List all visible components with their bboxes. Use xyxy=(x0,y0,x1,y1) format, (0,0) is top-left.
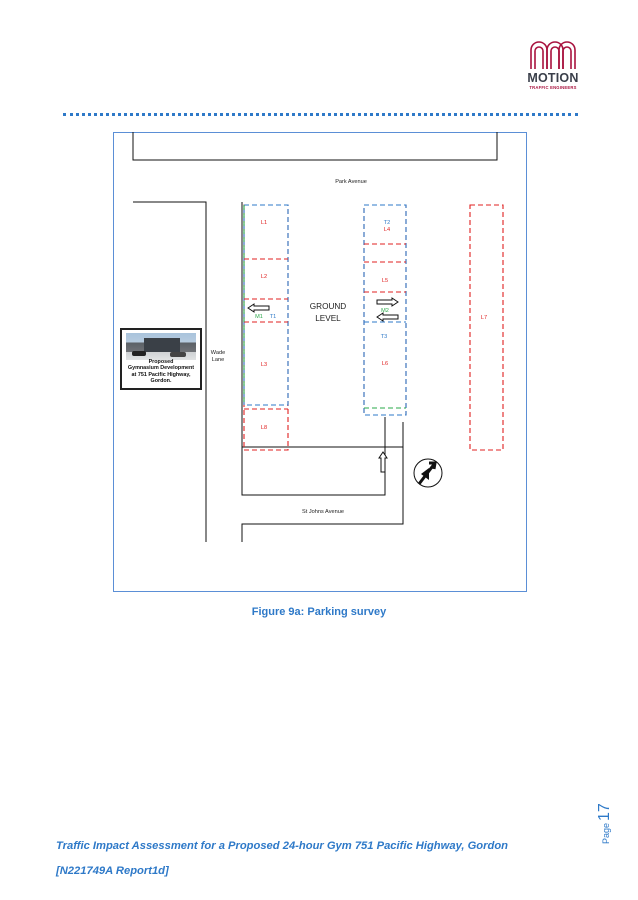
zone-m2-label: M2 xyxy=(381,308,389,314)
figure-caption: Figure 9a: Parking survey xyxy=(251,606,387,618)
site-caption-line-1: Proposed xyxy=(148,359,174,365)
site-photo-thumbnail: Proposed Gymnasium Development at 751 Pa… xyxy=(120,328,202,390)
page-number-label: Page xyxy=(601,822,611,844)
zone-l6-label: L6 xyxy=(382,361,388,367)
wade-lane-label-2: Lane xyxy=(212,357,224,363)
logo-tagline: TRAFFIC ENGINEERS xyxy=(529,85,577,90)
zone-l1-label: L1 xyxy=(261,220,267,226)
traffic-arrows-icon xyxy=(247,297,399,473)
site-caption-line-3: at 751 Pacific Highway, xyxy=(131,371,191,378)
parking-survey-plan: L1 L2 L3 L8 M1 T1 T2 L4 L5 M2 T3 L6 L7 P… xyxy=(132,132,504,542)
zone-l7-label: L7 xyxy=(481,315,487,321)
zone-t2-label: T2 xyxy=(384,220,391,226)
left-arrow-2-icon xyxy=(376,312,399,322)
site-caption-line-2: Gymnasium Development xyxy=(127,365,195,372)
site-photo xyxy=(126,333,196,360)
zone-t3-label: T3 xyxy=(381,334,388,340)
up-arrow-icon xyxy=(378,451,388,473)
north-arrow-icon xyxy=(413,458,443,488)
header-dotted-rule xyxy=(63,113,578,116)
zone-l4-label: L4 xyxy=(384,227,390,233)
figure-frame xyxy=(113,132,527,592)
st-johns-avenue-label: St Johns Avenue xyxy=(302,509,344,515)
ground-level-label-1: GROUND xyxy=(310,302,346,311)
zone-l8-label: L8 xyxy=(261,425,267,431)
page-number-value: 17 xyxy=(596,803,613,821)
park-avenue-label: Park Avenue xyxy=(335,179,367,185)
company-logo: MOTION TRAFFIC ENGINEERS xyxy=(518,40,588,92)
site-photo-caption: Proposed Gymnasium Development at 751 Pa… xyxy=(122,359,200,385)
zone-l5-label: L5 xyxy=(382,278,388,284)
left-arrow-icon xyxy=(247,303,270,313)
footer-report-ref: [N221749A Report1d] xyxy=(56,865,169,877)
site-caption-line-4: Gordon. xyxy=(150,378,172,385)
zone-l2-label: L2 xyxy=(261,274,267,280)
footer-report-title: Traffic Impact Assessment for a Proposed… xyxy=(56,840,508,852)
wade-lane-west-edge xyxy=(133,201,207,542)
wade-lane-label-1: Wade xyxy=(211,350,225,356)
page-number: Page17 xyxy=(596,790,616,845)
zone-m1-label: M1 xyxy=(255,314,263,320)
ground-level-label-2: LEVEL xyxy=(315,314,341,323)
right-arrow-icon xyxy=(376,297,399,307)
logo-arches-icon xyxy=(530,41,576,69)
zone-l3-label: L3 xyxy=(261,362,267,368)
zone-t1-label: T1 xyxy=(270,314,277,320)
park-avenue-edge xyxy=(132,132,498,161)
st-johns-avenue-edge xyxy=(241,446,404,542)
logo-wordmark: MOTION xyxy=(527,71,579,85)
